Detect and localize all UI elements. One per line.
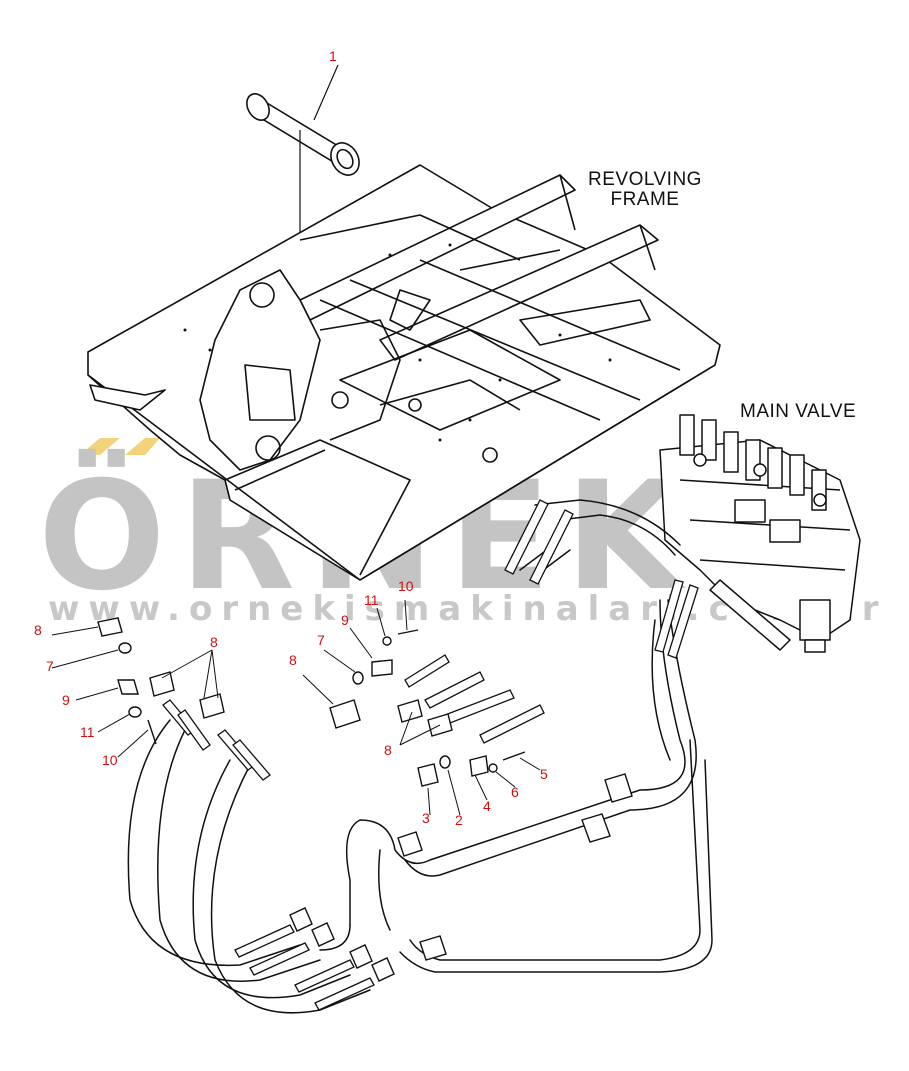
hose-ends [162,499,699,1011]
leader-lines [51,599,541,816]
callout-7a: 7 [46,658,54,674]
callout-11a: 11 [364,592,379,608]
callout-9b: 9 [341,612,349,628]
callout-8a: 8 [34,622,42,638]
callout-6: 6 [511,784,519,800]
revolving-frame-label: REVOLVING FRAME [588,169,702,210]
callout-5: 5 [540,766,548,782]
callout-10a: 10 [398,578,414,594]
pin-part [246,93,360,176]
callout-10b: 10 [102,752,118,768]
callout-8b: 8 [210,634,218,650]
main-valve [659,414,861,653]
callout-3: 3 [422,810,430,826]
callout-11b: 11 [80,724,95,740]
hose-lines [127,499,713,1014]
flanges [97,617,633,982]
callout-4: 4 [483,798,491,814]
revolving-frame [87,164,721,581]
main-valve-label: MAIN VALVE [740,401,857,422]
callout-7b: 7 [317,632,325,648]
callout-2: 2 [455,812,463,828]
callout-1: 1 [329,48,337,64]
callout-8d: 8 [384,742,392,758]
callout-8c: 8 [289,652,297,668]
callout-9a: 9 [62,692,70,708]
